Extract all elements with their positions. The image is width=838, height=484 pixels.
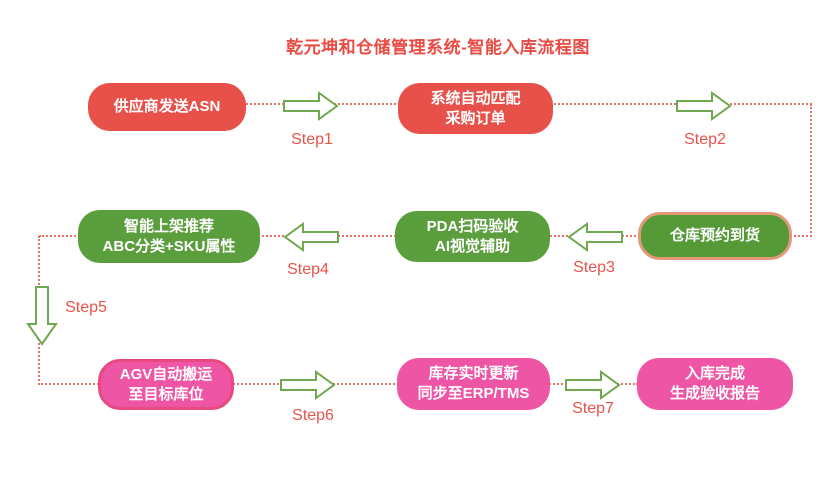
node-warehouse-appointment: 仓库预约到货 xyxy=(638,212,792,260)
step3-arrow-left-icon xyxy=(567,221,623,253)
step2-arrow-right-icon xyxy=(676,90,732,122)
node-smart-putaway: 智能上架推荐 ABC分类+SKU属性 xyxy=(78,210,260,263)
node-pda-scan-check: PDA扫码验收 AI视觉辅助 xyxy=(395,211,550,262)
step3-label: Step3 xyxy=(573,259,615,276)
node-auto-match-po: 系统自动匹配 采购订单 xyxy=(398,83,553,134)
node-inventory-sync: 库存实时更新 同步至ERP/TMS xyxy=(397,358,550,410)
node-inbound-complete: 入库完成 生成验收报告 xyxy=(637,358,793,410)
step6-arrow-right-icon xyxy=(280,369,336,401)
node-agv-transport: AGV自动搬运 至目标库位 xyxy=(98,359,234,410)
step4-arrow-left-icon xyxy=(283,221,339,253)
step2-label: Step2 xyxy=(684,131,726,148)
step4-label: Step4 xyxy=(287,261,329,278)
step6-label: Step6 xyxy=(292,407,334,424)
node-supplier-asn: 供应商发送ASN xyxy=(88,83,246,131)
step7-label: Step7 xyxy=(572,400,614,417)
step5-label: Step5 xyxy=(65,299,107,316)
step1-label: Step1 xyxy=(291,131,333,148)
page-title: 乾元坤和仓储管理系统-智能入库流程图 xyxy=(286,38,590,57)
dotted-connector-row3 xyxy=(38,383,638,385)
step5-arrow-down-icon xyxy=(26,286,58,346)
dotted-connector-right-vertical xyxy=(810,104,812,237)
step1-arrow-right-icon xyxy=(283,90,339,122)
step7-arrow-right-icon xyxy=(565,369,621,401)
